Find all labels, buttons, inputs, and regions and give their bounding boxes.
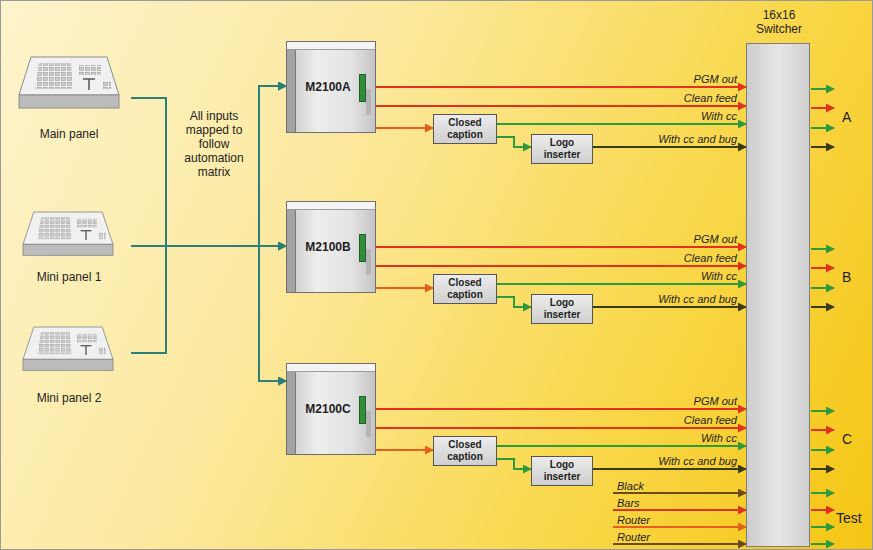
frame-unit: M2100B (286, 201, 376, 293)
signal-name: With cc (701, 270, 737, 282)
signal-connector (497, 283, 746, 285)
output-group-label: A (842, 109, 851, 125)
signal-connector (131, 98, 286, 246)
frame-unit: M2100C (286, 363, 376, 455)
signal-name: PGM out (694, 233, 737, 245)
signal-name: Bars (617, 497, 640, 509)
signal-connector (497, 445, 746, 447)
console-drawing (23, 212, 113, 255)
process-box: Logo inserter (531, 456, 593, 486)
signal-name: Router (617, 531, 650, 543)
node-text: M2100A (305, 80, 350, 94)
signal-name: Clean feed (684, 252, 737, 264)
output-group-label: C (842, 431, 852, 447)
signal-connector (497, 297, 531, 307)
switcher-box: 16x16 Switcher (746, 43, 810, 547)
node-text: M2100B (305, 240, 350, 254)
signal-connector (131, 246, 286, 353)
output-group-label: Test (836, 510, 862, 526)
process-box: Closed caption (433, 274, 497, 304)
signal-connector (131, 246, 286, 381)
control-panel: Main panel (7, 51, 131, 143)
signal-connector (131, 86, 286, 246)
signal-connector (593, 146, 746, 148)
signal-connector (593, 306, 746, 308)
test-inputs (613, 493, 746, 544)
signal-name: With cc and bug (658, 455, 737, 467)
signal-name: Black (617, 480, 644, 492)
node-text: Logo inserter (536, 137, 588, 161)
node-text: Closed caption (438, 277, 492, 301)
annotation-note: All inputs mapped to follow automation m… (173, 109, 255, 179)
signal-connector (376, 449, 433, 451)
signal-connector (497, 137, 531, 147)
signal-connector (376, 246, 746, 248)
signal-connector (497, 123, 746, 125)
signal-connector (131, 86, 286, 246)
signal-connector (376, 265, 746, 267)
signal-name: PGM out (694, 73, 737, 85)
signal-connector (376, 287, 433, 289)
signal-connector (376, 408, 746, 410)
node-text: Closed caption (438, 117, 492, 141)
signal-connector (376, 427, 746, 429)
connector-group (131, 86, 746, 469)
control-panel: Mini panel 1 (7, 206, 131, 286)
signal-name: Clean feed (684, 414, 737, 426)
signal-name: With cc and bug (658, 133, 737, 145)
process-box: Closed caption (433, 436, 497, 466)
signal-name: With cc and bug (658, 293, 737, 305)
frame-unit: M2100A (286, 41, 376, 133)
process-box: Closed caption (433, 114, 497, 144)
node-text: Mini panel 2 (37, 391, 102, 407)
process-box: Logo inserter (531, 294, 593, 324)
signal-connector (131, 246, 286, 381)
signal-connector (131, 86, 286, 353)
signal-connector (593, 468, 746, 470)
signal-connector (376, 86, 746, 88)
node-text: Main panel (40, 127, 99, 143)
node-text: Closed caption (438, 439, 492, 463)
signal-name: PGM out (694, 395, 737, 407)
signal-name: With cc (701, 432, 737, 444)
output-group-label: B (842, 269, 851, 285)
signal-connector (131, 98, 286, 381)
node-text: M2100C (305, 402, 350, 416)
signal-name: Clean feed (684, 92, 737, 104)
node-text: Mini panel 1 (37, 270, 102, 286)
switcher-heading: 16x16 Switcher (749, 8, 809, 36)
console-drawing (23, 327, 113, 370)
console-drawing (19, 57, 119, 108)
switcher-outputs (811, 89, 834, 544)
signal-connector (376, 127, 433, 129)
signal-connector (497, 459, 531, 469)
signal-connector (376, 105, 746, 107)
signal-name: With cc (701, 110, 737, 122)
signal-name: Router (617, 514, 650, 526)
control-panel: Mini panel 2 (7, 321, 131, 407)
panel-illustrations (19, 57, 119, 370)
process-box: Logo inserter (531, 134, 593, 164)
node-text: Logo inserter (536, 297, 588, 321)
node-text: Logo inserter (536, 459, 588, 483)
